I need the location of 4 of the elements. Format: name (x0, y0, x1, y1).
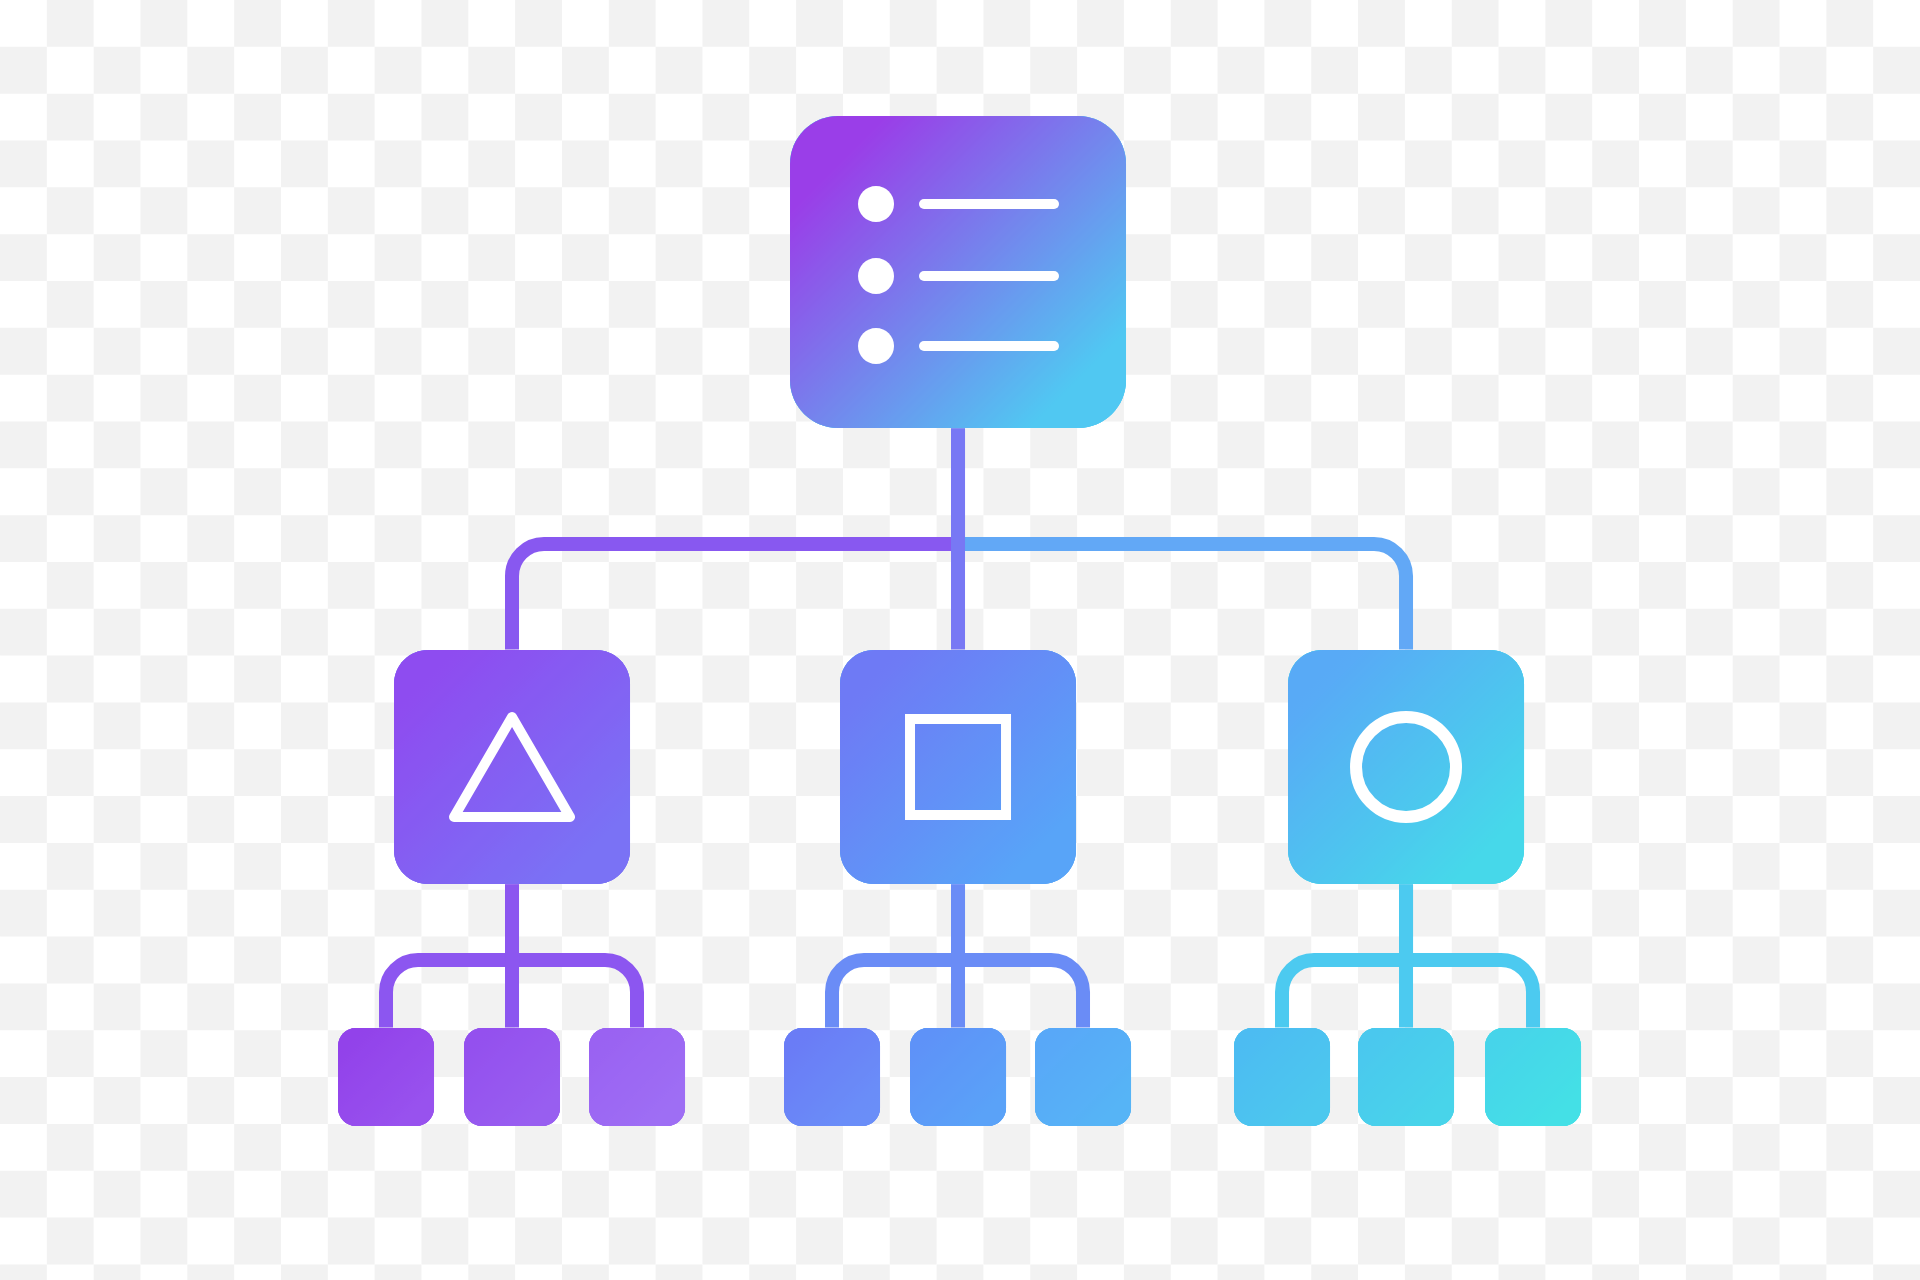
connector-line (505, 884, 519, 1028)
connector-line (951, 428, 965, 650)
connector-line (1399, 884, 1413, 1028)
connector-line (951, 884, 965, 1028)
